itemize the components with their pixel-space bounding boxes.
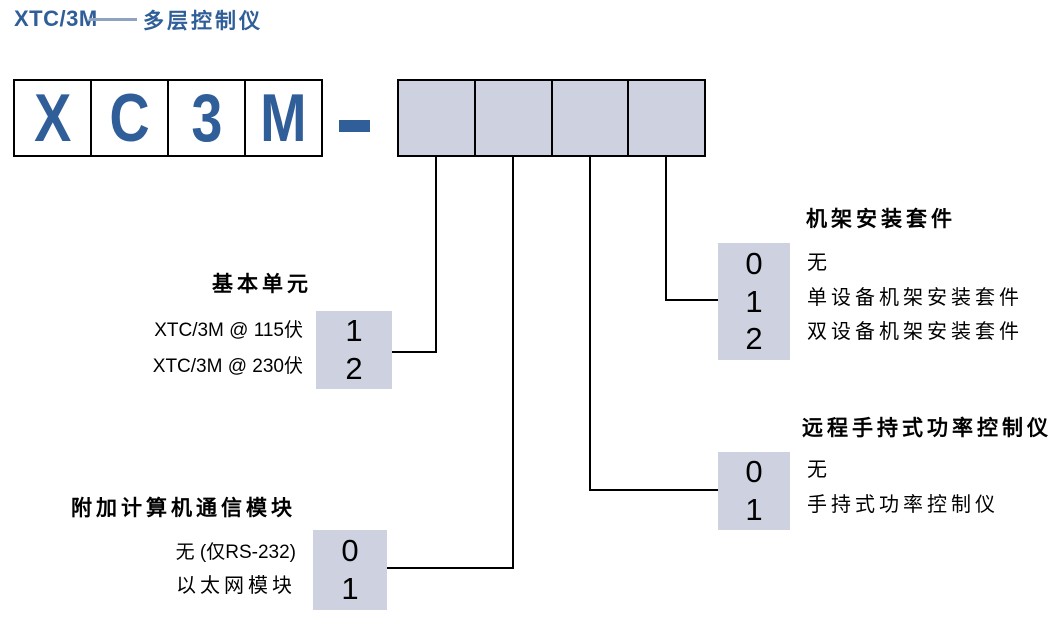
model-letter: M — [260, 80, 307, 156]
comm-module-code-box: 0 1 — [313, 530, 387, 610]
title-dash — [89, 18, 137, 21]
connector-comm-module-horizontal — [387, 567, 514, 569]
rack-kit-code: 1 — [745, 283, 763, 319]
model-letter: C — [109, 80, 150, 156]
rack-kit-code-box: 0 1 2 — [718, 243, 790, 360]
model-option-box-4 — [629, 81, 704, 155]
rack-kit-code: 0 — [745, 245, 763, 281]
model-separator-dash-icon — [339, 120, 370, 132]
basic-unit-option-label: XTC/3M @ 115伏 — [154, 320, 303, 341]
comm-module-header: 附加计算机通信模块 — [71, 497, 296, 520]
remote-controller-option-label: 手持式功率控制仪 — [807, 494, 999, 516]
remote-controller-code: 0 — [745, 454, 763, 490]
connector-remote-vertical — [589, 156, 591, 491]
remote-controller-header: 远程手持式功率控制仪 — [802, 417, 1052, 440]
comm-module-option-label: 以太网模块 — [176, 575, 296, 597]
remote-controller-code: 1 — [745, 491, 763, 527]
basic-unit-header: 基本单元 — [212, 273, 312, 296]
basic-unit-code: 2 — [345, 350, 363, 386]
connector-basic-unit-horizontal — [392, 351, 437, 353]
model-letter-box-1: X — [15, 81, 92, 155]
model-letter-box-3: 3 — [169, 81, 246, 155]
model-letter: X — [33, 80, 72, 156]
remote-controller-code-box: 0 1 — [718, 452, 790, 530]
comm-module-option-label: 无 (仅RS-232) — [175, 542, 296, 563]
remote-controller-option-label: 无 — [807, 459, 831, 481]
model-option-box-1 — [399, 81, 476, 155]
connector-remote-horizontal — [591, 489, 718, 491]
basic-unit-code-box: 1 2 — [316, 311, 392, 389]
model-letter-boxes: X C 3 M — [13, 79, 323, 157]
connector-comm-module-vertical — [512, 156, 514, 569]
basic-unit-code: 1 — [345, 313, 363, 349]
rack-kit-option-label: 无 — [807, 252, 831, 274]
model-option-box-2 — [475, 81, 553, 155]
connector-rack-kit-horizontal — [667, 299, 718, 301]
rack-kit-option-label: 双设备机架安装套件 — [807, 321, 1023, 343]
rack-kit-header: 机架安装套件 — [806, 208, 956, 231]
model-option-box-3 — [552, 81, 630, 155]
rack-kit-option-label: 单设备机架安装套件 — [807, 287, 1023, 309]
title-product-name: 多层控制仪 — [143, 10, 263, 33]
model-option-boxes — [397, 79, 706, 157]
model-letter-box-4: M — [246, 81, 321, 155]
basic-unit-option-label: XTC/3M @ 230伏 — [152, 356, 303, 377]
comm-module-code: 0 — [341, 533, 359, 568]
model-letter: 3 — [190, 80, 223, 156]
rack-kit-code: 2 — [745, 321, 763, 357]
model-letter-box-2: C — [92, 81, 169, 155]
comm-module-code: 1 — [341, 571, 359, 606]
connector-rack-kit-vertical — [665, 156, 667, 301]
title-model-number: XTC/3M — [14, 6, 98, 31]
connector-basic-unit-vertical — [435, 156, 437, 353]
